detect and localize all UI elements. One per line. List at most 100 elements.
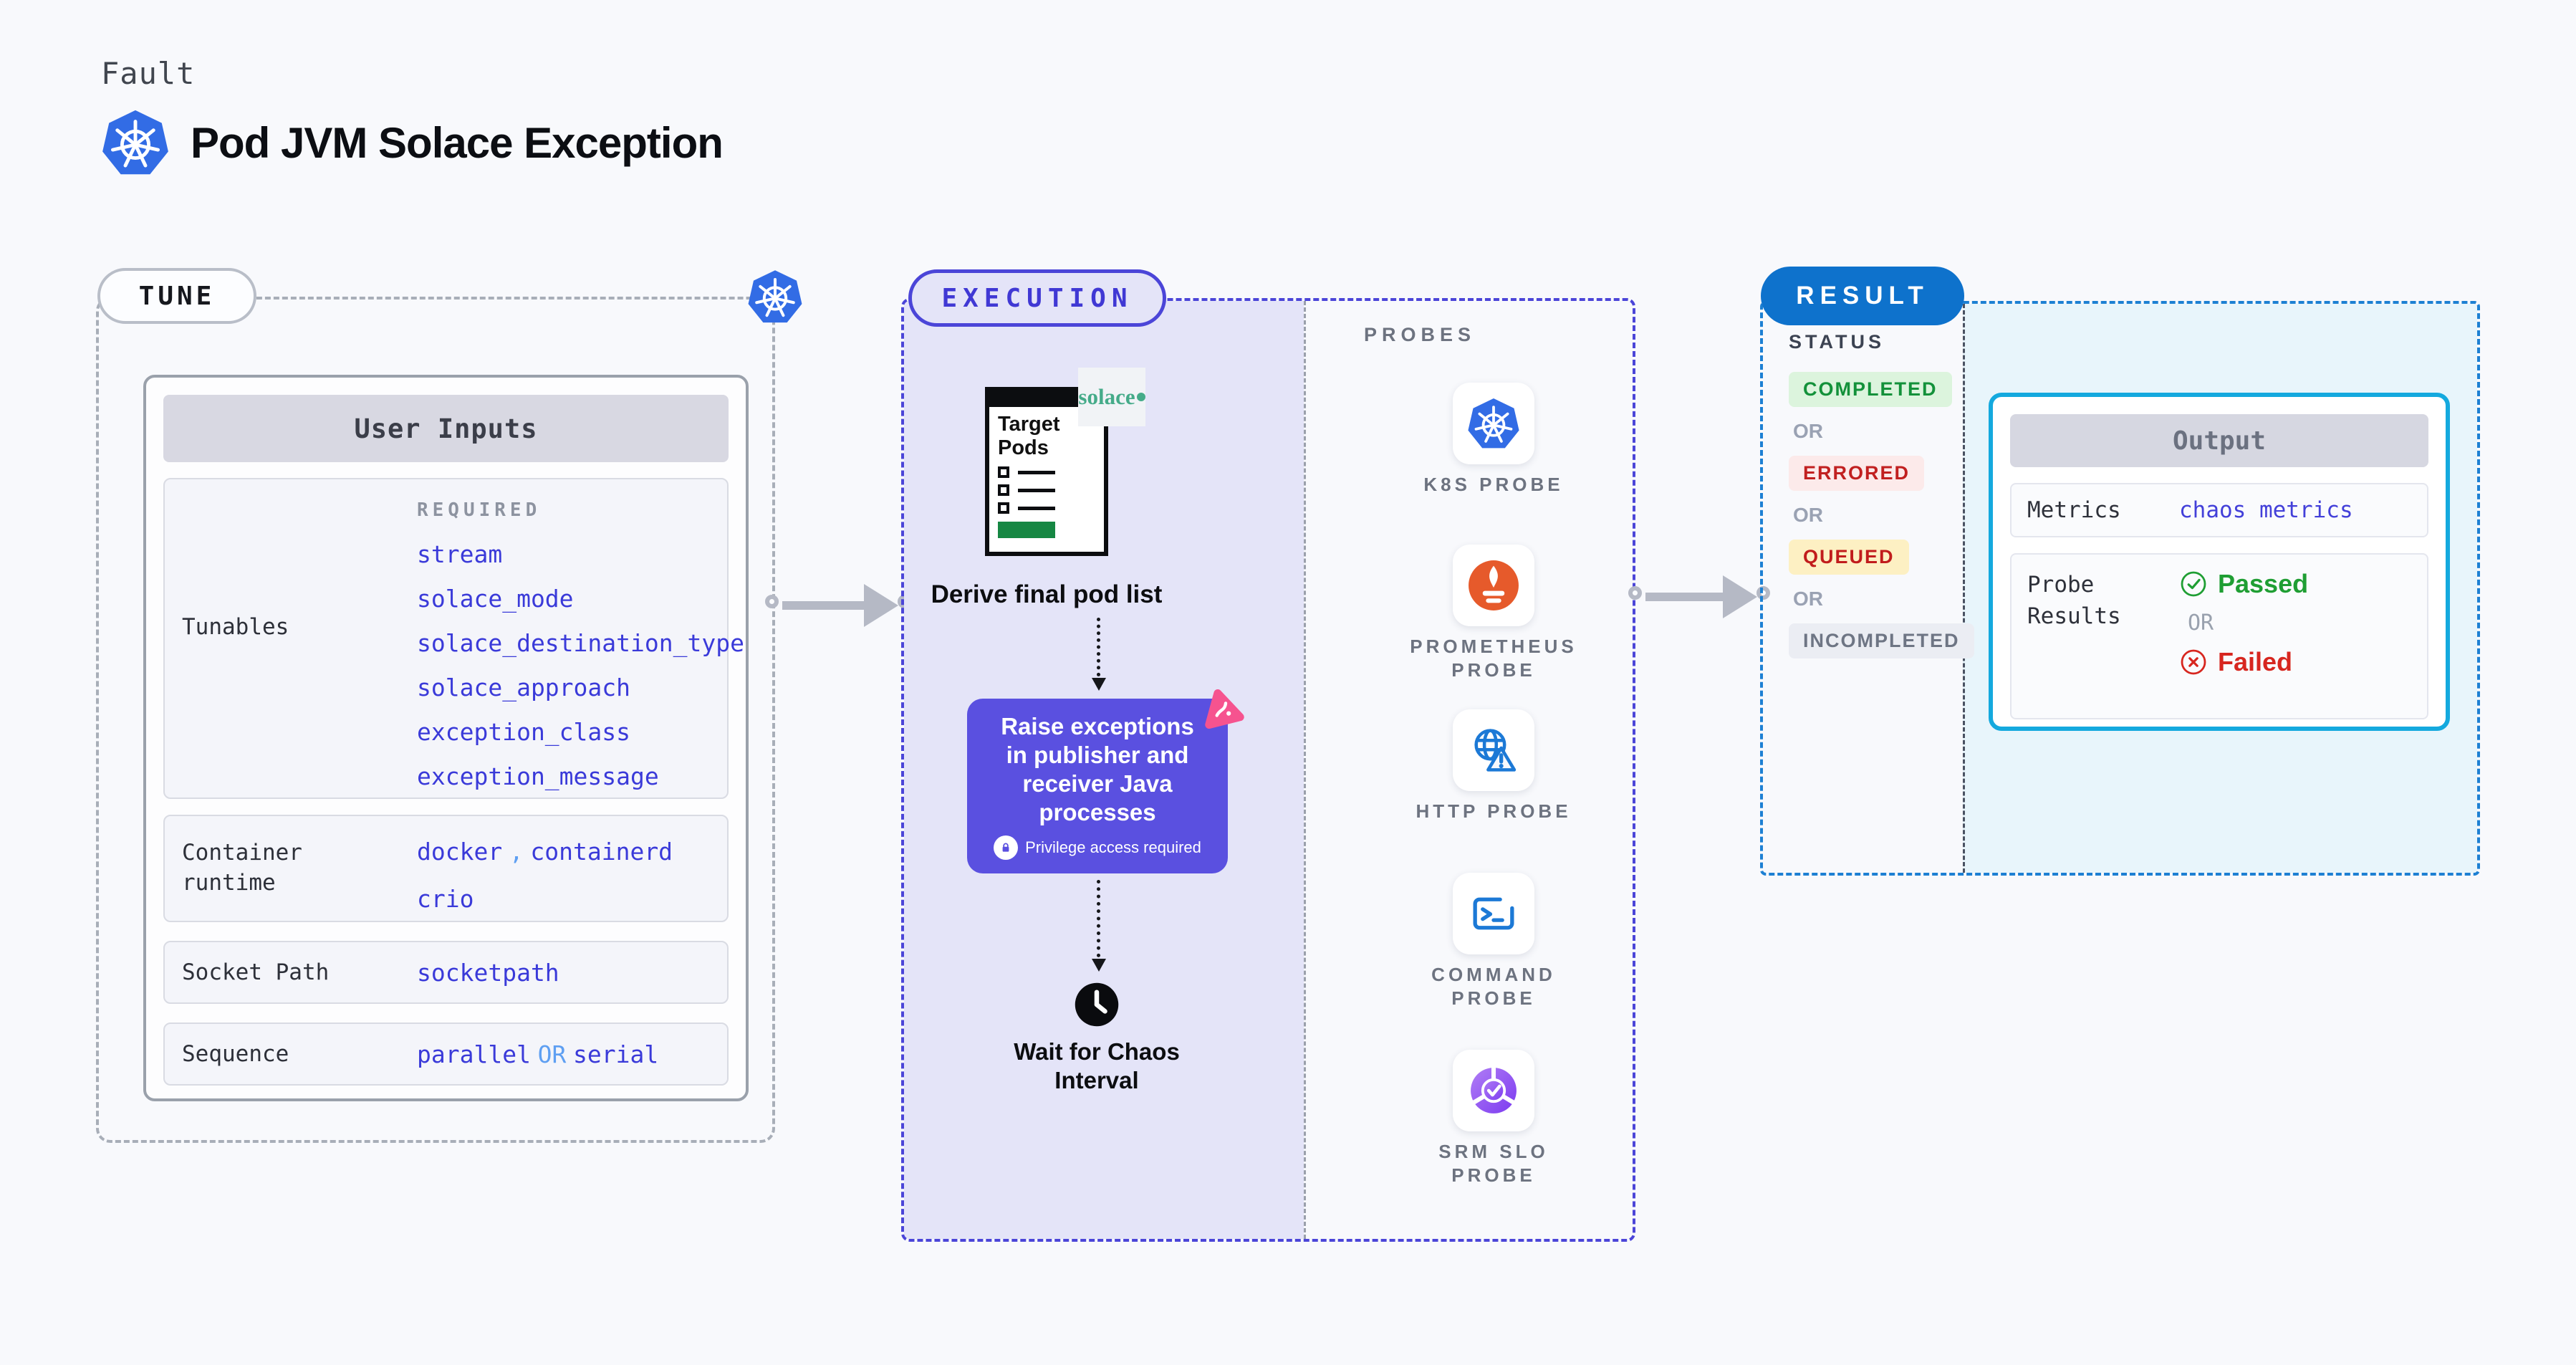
tunable-value: exception_message: [417, 762, 659, 790]
probe-label: K8S PROBE: [1423, 474, 1564, 495]
slo-donut-check-icon: [1471, 1065, 1517, 1113]
tunable-value: stream: [417, 540, 503, 568]
sequence-value: serial: [572, 1040, 659, 1068]
probe-label: HTTP PROBE: [1416, 800, 1572, 822]
probes-heading: PROBES: [1364, 324, 1476, 345]
arrow-line: [1645, 593, 1734, 601]
sequence-values: parallel OR serial: [417, 1040, 658, 1068]
tune-section: [96, 297, 775, 1143]
wait-chaos-interval-label: Wait for Chaos Interval: [1014, 1038, 1180, 1093]
metrics-value: chaos metrics: [2179, 497, 2353, 523]
sequence-row: Sequence parallel OR serial: [163, 1022, 729, 1086]
privilege-text: Privilege access required: [1025, 838, 1201, 856]
probe-results-label: Probe Results: [2027, 572, 2121, 629]
list-line: [1018, 506, 1055, 510]
user-inputs-title: User Inputs: [163, 395, 729, 462]
socket-path-value: socketpath: [417, 958, 559, 987]
checklist-item: [998, 484, 1095, 496]
kubernetes-icon: [1466, 396, 1521, 451]
arrow-end-dot: [1756, 586, 1770, 600]
metrics-label: Metrics: [2027, 497, 2121, 523]
user-inputs-card: User Inputs Tunables REQUIRED stream sol…: [143, 375, 749, 1101]
execution-badge: EXECUTION: [908, 269, 1166, 327]
chaos-action-card: Raise exceptions in publisher and receiv…: [967, 689, 1244, 873]
sequence-value: parallel: [417, 1040, 531, 1068]
chaos-icon: [1205, 689, 1244, 729]
kubernetes-icon: [746, 268, 804, 325]
container-runtime-row: Container runtime docker , containerd cr…: [163, 815, 729, 922]
terminal-icon: [1473, 897, 1514, 930]
tunables-values: REQUIRED stream solace_mode solace_desti…: [417, 499, 744, 799]
lock-icon: [994, 835, 1019, 860]
probes-divider: [1304, 301, 1306, 1239]
result-badge: RESULT: [1761, 267, 1964, 325]
solace-logo: solace: [1078, 368, 1145, 426]
checkbox-icon: [998, 502, 1009, 514]
privilege-note: Privilege access required: [994, 835, 1201, 860]
list-line: [1018, 470, 1055, 474]
tunables-row: Tunables REQUIRED stream solace_mode sol…: [163, 478, 744, 799]
action-text: Raise exceptions in publisher and receiv…: [1001, 713, 1194, 825]
or-separator: OR: [537, 1040, 567, 1068]
socket-path-row: Socket Path socketpath: [163, 941, 729, 1004]
dotted-arrow-down: [1092, 618, 1106, 691]
kubernetes-icon: [100, 107, 170, 178]
tunables-label: Tunables: [182, 614, 289, 640]
comma-separator: ,: [509, 838, 524, 866]
sequence-label: Sequence: [182, 1041, 289, 1067]
http-probe-card: [1453, 709, 1534, 791]
or-label: OR: [1793, 588, 1823, 610]
green-bar: [998, 522, 1055, 538]
probe-label: PROMETHEUS PROBE: [1410, 636, 1577, 681]
probe-label: COMMAND PROBE: [1431, 964, 1556, 1009]
arrow-head: [1723, 575, 1757, 618]
command-probe-card: [1453, 873, 1534, 954]
checkbox-icon: [998, 484, 1009, 496]
k8s-probe-card: [1453, 383, 1534, 464]
dotted-arrow-down: [1092, 880, 1106, 972]
checklist-item: [998, 466, 1095, 478]
document-titlebar: [989, 391, 1104, 407]
status-column: STATUS COMPLETED OR ERRORED OR QUEUED OR…: [1789, 331, 1974, 658]
status-badge-queued: QUEUED: [1789, 540, 1909, 575]
fault-eyebrow: Fault: [101, 56, 196, 91]
passed-label: Passed: [2218, 569, 2309, 598]
runtime-value: docker: [417, 838, 503, 866]
result-divider: [1963, 304, 1965, 873]
tunable-value: solace_destination_type: [417, 629, 744, 657]
status-heading: STATUS: [1789, 331, 1885, 353]
arrow-start-dot: [1628, 586, 1642, 600]
list-line: [1018, 488, 1055, 492]
status-badge-incompleted: INCOMPLETED: [1789, 623, 1974, 658]
check-circle-icon: [2181, 571, 2206, 597]
page-title: Pod JVM Solace Exception: [191, 118, 724, 167]
arrow-start-dot: [765, 595, 779, 608]
x-circle-icon: [2181, 649, 2206, 675]
checklist-item: [998, 502, 1095, 514]
output-title: Output: [2010, 414, 2428, 467]
tunable-value: solace_mode: [417, 585, 574, 613]
probe-label: SRM SLO PROBE: [1438, 1141, 1549, 1186]
status-badge-errored: ERRORED: [1789, 456, 1925, 491]
derive-pod-list-label: Derive final pod list: [931, 580, 1163, 608]
clock-icon: [1075, 982, 1119, 1027]
failed-label: Failed: [2218, 647, 2293, 676]
runtime-value: crio: [417, 885, 474, 913]
solace-dot: [1136, 393, 1145, 401]
prometheus-icon: [1469, 560, 1519, 610]
status-badge-completed: COMPLETED: [1789, 372, 1952, 407]
target-pods-title: Target Pods: [998, 413, 1060, 459]
or-label: OR: [1793, 420, 1823, 442]
checkbox-icon: [998, 466, 1009, 478]
or-label: OR: [1793, 504, 1823, 526]
required-label: REQUIRED: [417, 499, 542, 521]
passed-line: Passed: [2179, 569, 2308, 599]
container-runtime-label: Container runtime: [182, 840, 302, 896]
runtime-value: containerd: [530, 838, 673, 866]
page-header: Pod JVM Solace Exception: [100, 107, 724, 178]
tunable-value: solace_approach: [417, 674, 631, 701]
tune-badge: TUNE: [97, 268, 256, 324]
or-label: OR: [2188, 610, 2214, 636]
tunable-value: exception_class: [417, 718, 631, 746]
